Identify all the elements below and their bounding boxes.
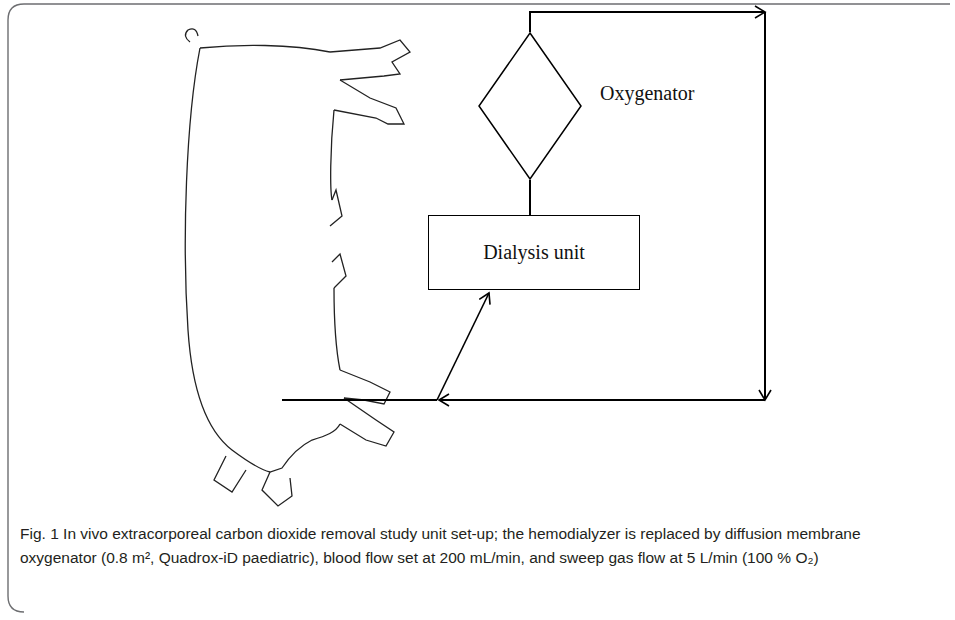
figure-caption: Fig. 1 In vivo extracorporeal carbon dio…: [20, 522, 935, 570]
diamond-outline: [478, 32, 582, 180]
connector-line: [529, 180, 531, 215]
return-line: [530, 12, 765, 32]
node-label: Dialysis unit: [483, 241, 585, 264]
return-line: [764, 12, 766, 400]
oxygenator-diamond: Oxygenator: [478, 32, 582, 180]
inflow-line: [437, 293, 489, 400]
dialysis-box: Dialysis unit: [428, 215, 640, 290]
return-line: [439, 399, 765, 401]
figure-frame: [8, 4, 950, 612]
node-label: Oxygenator: [600, 82, 694, 105]
pig-illustration: [185, 29, 410, 506]
